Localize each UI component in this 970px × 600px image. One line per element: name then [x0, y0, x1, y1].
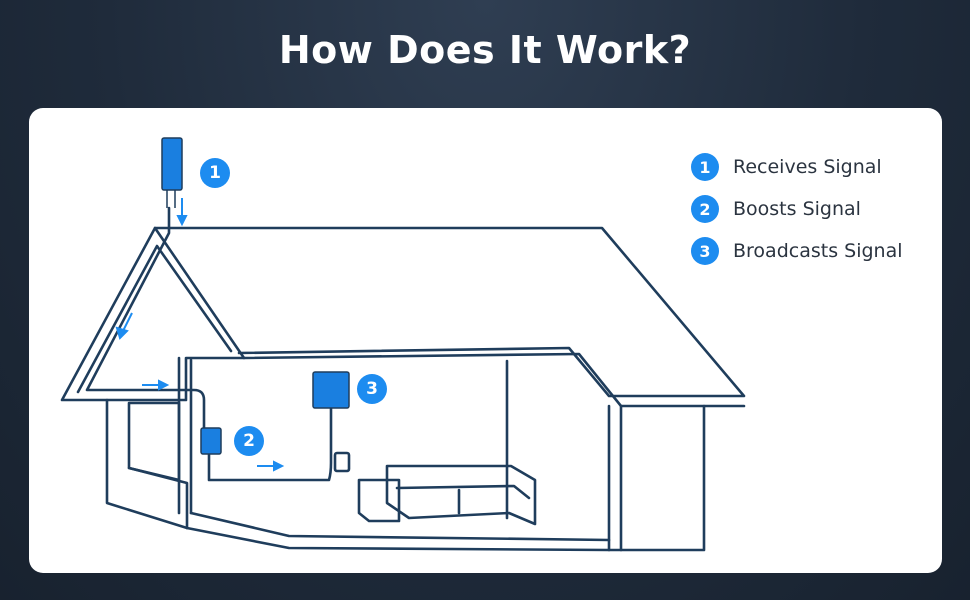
floor-slab: [185, 526, 611, 552]
cable-indoor: [207, 406, 333, 482]
cable-roof: [85, 206, 206, 430]
outdoor-antenna: [161, 137, 183, 208]
legend-label: Broadcasts Signal: [733, 240, 903, 262]
house-diagram: [60, 137, 746, 552]
legend-label: Receives Signal: [733, 156, 882, 178]
roof-eave: [242, 352, 746, 408]
legend-label: Boosts Signal: [733, 198, 861, 220]
side-table: [357, 478, 401, 523]
wall-outlet: [333, 451, 351, 473]
gable-inner-trim: [76, 244, 233, 394]
legend-badge: 1: [691, 153, 719, 181]
legend-badge: 3: [691, 237, 719, 265]
legend-item-receives: 1 Receives Signal: [691, 146, 903, 188]
page-title: How Does It Work?: [278, 28, 692, 72]
marker-1-badge: 1: [200, 158, 230, 188]
legend-badge: 2: [691, 195, 719, 223]
legend-item-broadcasts: 3 Broadcasts Signal: [691, 230, 903, 272]
signal-booster: [200, 427, 222, 455]
sofa: [385, 464, 537, 526]
interior-wall-right: [607, 404, 706, 552]
legend: 1 Receives Signal 2 Boosts Signal 3 Broa…: [691, 146, 903, 272]
indoor-antenna: [312, 371, 350, 409]
gable-front-outline: [60, 226, 246, 402]
main-roof: [153, 226, 746, 398]
front-window: [127, 401, 181, 482]
floor-edge: [189, 511, 611, 542]
sofa-seat: [395, 484, 531, 500]
marker-2-badge: 2: [234, 426, 264, 456]
diagram-card: 1 2 3 1 Receives Signal 2 Boosts Signal …: [29, 108, 942, 573]
front-wall: [105, 398, 189, 530]
legend-item-boosts: 2 Boosts Signal: [691, 188, 903, 230]
marker-3-badge: 3: [357, 374, 387, 404]
front-sill: [127, 466, 189, 530]
